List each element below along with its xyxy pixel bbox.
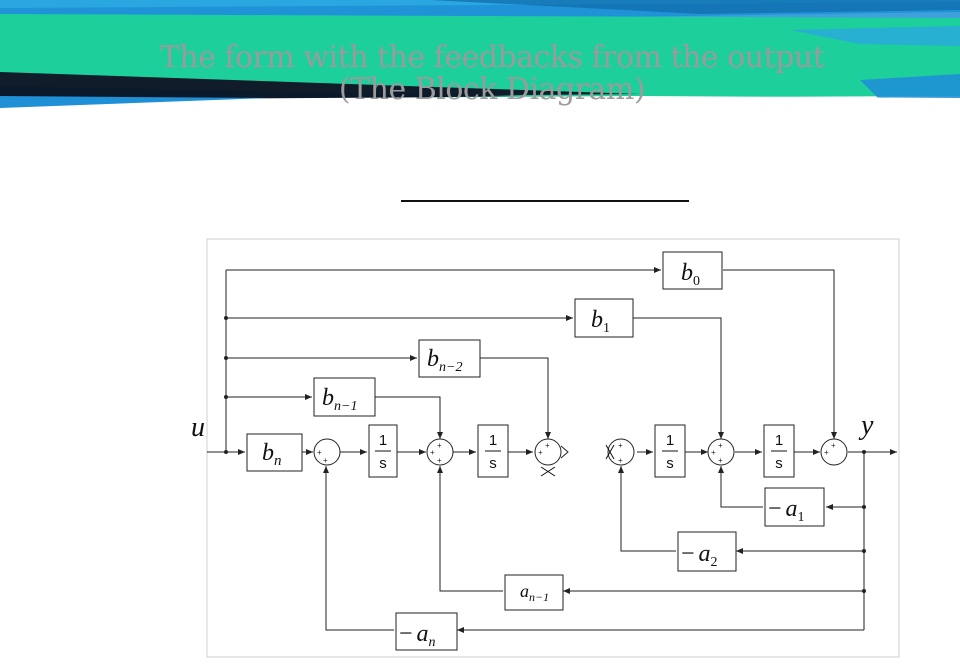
integrator-block-4: 1 s (763, 424, 795, 478)
svg-text:+: + (824, 448, 829, 457)
wires (207, 267, 897, 633)
svg-text:1: 1 (489, 432, 497, 449)
svg-text:bn: bn (262, 440, 282, 469)
header-banner (0, 0, 960, 110)
svg-text:s: s (379, 455, 387, 472)
svg-text:an−1: an−1 (520, 581, 549, 604)
svg-text:−a2: −a2 (681, 541, 718, 570)
integrator-block-3: 1 s (654, 424, 686, 478)
svg-text:+: + (538, 448, 543, 457)
gain-block-b1: b1 (574, 298, 634, 338)
svg-text:1: 1 (666, 432, 674, 449)
svg-text:+: + (437, 441, 442, 450)
gain-block-b0: b0 (662, 251, 723, 290)
svg-text:+: + (711, 448, 716, 457)
gain-block-minus-a1: −a1 (764, 487, 825, 527)
sum-junction-3: + + (534, 438, 569, 477)
svg-text:bn−2: bn−2 (427, 346, 462, 375)
gain-block-an-1: an−1 (504, 574, 564, 611)
svg-text:+: + (618, 441, 623, 450)
gain-block-minus-a2: −a2 (677, 531, 737, 572)
integrator-block-1: 1 s (368, 424, 398, 478)
svg-text:bn−1: bn−1 (322, 385, 357, 414)
sum-junction-4: + + (605, 438, 635, 466)
svg-text:b1: b1 (591, 307, 610, 336)
svg-text:1: 1 (379, 432, 387, 449)
svg-text:b0: b0 (681, 260, 700, 289)
sum-junction-5: + + + (707, 438, 735, 466)
svg-text:+: + (718, 441, 723, 450)
svg-text:+: + (718, 456, 723, 465)
input-signal-label: u (191, 412, 205, 443)
sum-junction-1: + + (313, 438, 341, 466)
svg-text:+: + (618, 456, 623, 465)
gain-block-bn: bn (246, 433, 303, 472)
svg-text:+: + (437, 456, 442, 465)
integrator-block-2: 1 s (477, 424, 509, 478)
svg-text:−an: −an (399, 621, 436, 650)
page-title: The form with the feedbacks from the out… (0, 42, 960, 106)
svg-text:s: s (775, 455, 783, 472)
sum-junction-6: + + (820, 438, 848, 466)
svg-text:s: s (489, 455, 497, 472)
blank-underline (401, 200, 689, 202)
svg-text:s: s (666, 455, 674, 472)
svg-text:+: + (545, 441, 550, 450)
svg-text:+: + (317, 448, 322, 457)
svg-text:1: 1 (775, 432, 783, 449)
svg-text:−a1: −a1 (768, 496, 805, 525)
gain-block-minus-an: −an (395, 612, 458, 651)
gain-block-bn-2: bn−2 (418, 339, 481, 378)
junction-dots (224, 316, 866, 593)
diagram-frame (206, 238, 900, 658)
output-signal-label: y (858, 410, 874, 441)
svg-text:+: + (323, 456, 328, 465)
gain-block-bn-1: bn−1 (313, 377, 376, 417)
svg-text:+: + (430, 448, 435, 457)
svg-text:+: + (831, 441, 836, 450)
sum-junction-2: + + + (426, 438, 454, 466)
title-line-2: (The Block Diagram) (338, 72, 646, 107)
title-line-1: The form with the feedbacks from the out… (159, 40, 825, 75)
